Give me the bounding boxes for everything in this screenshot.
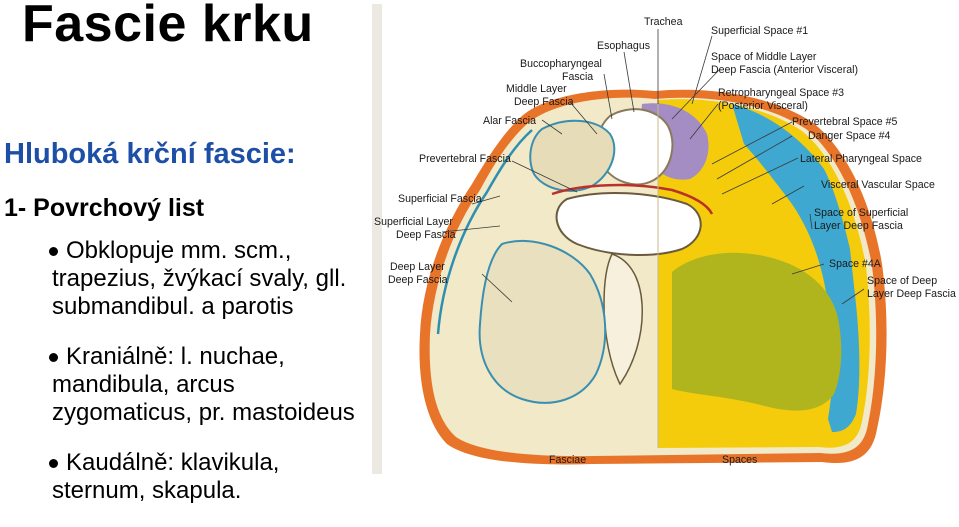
label-middle-layer-1: Middle Layer	[506, 83, 567, 95]
bullet-dot-icon	[49, 247, 58, 256]
bullet-dot-icon	[49, 459, 58, 468]
label-lateral-pharyngeal: Lateral Pharyngeal Space	[800, 153, 922, 165]
slide-subtitle: Hluboká krční fascie:	[4, 138, 296, 170]
label-middle-layer-2: Deep Fascia	[514, 96, 574, 108]
bullet-item-envelops: Obklopuje mm. scm., trapezius, žvýkací s…	[49, 237, 382, 321]
deep-layer-muscle	[478, 239, 607, 404]
bullet-line: Kaudálně: klavikula,	[66, 449, 280, 476]
label-alar-fascia: Alar Fascia	[483, 115, 536, 127]
neck-cross-section-svg: Trachea Esophagus Superficial Space #1 B…	[372, 4, 959, 518]
label-superficial-fascia: Superficial Fascia	[398, 193, 482, 205]
label-space-superficial-1: Space of Superficial	[814, 207, 908, 219]
label-deep-layer-1: Deep Layer	[390, 261, 445, 273]
bullet-line: mandibula, arcus	[52, 371, 235, 398]
label-retropharyngeal-1: Retropharyngeal Space #3	[718, 87, 844, 99]
space-4a-olive	[672, 252, 842, 411]
label-buccopharyngeal-1: Buccopharyngeal	[520, 58, 602, 70]
label-space-deep-2: Layer Deep Fascia	[867, 288, 956, 300]
label-space-superficial-2: Layer Deep Fascia	[814, 220, 903, 232]
label-danger-space-4: Danger Space #4	[808, 130, 891, 142]
slide-title: Fascie krku	[22, 0, 314, 53]
label-space-4a: Space #4A	[829, 258, 882, 270]
bullet-line: Kraniálně: l. nuchae,	[66, 343, 285, 370]
prevertebral-fascia-line	[551, 183, 714, 215]
label-fasciae: Fasciae	[549, 454, 586, 466]
neck-fascia-diagram: Trachea Esophagus Superficial Space #1 B…	[372, 4, 959, 518]
leader-lines	[441, 29, 865, 305]
label-deep-layer-2: Deep Fascia	[388, 274, 448, 286]
label-trachea: Trachea	[644, 16, 683, 28]
bullet-dot-icon	[49, 353, 58, 362]
bullet-line: Obklopuje mm. scm.,	[66, 237, 292, 264]
label-prevertebral-space-5: Prevertebral Space #5	[792, 116, 898, 128]
bullet-line: submandibul. a parotis	[52, 293, 294, 320]
bullet-item-caudal: Kaudálně: klavikula, sternum, skapula.	[49, 449, 382, 505]
vertebra-body	[555, 191, 702, 256]
label-prevertebral-fascia: Prevertebral Fascia	[419, 153, 511, 165]
bullet-line: trapezius, žvýkací svaly, gll.	[52, 265, 347, 292]
label-esophagus: Esophagus	[597, 40, 650, 52]
label-spaces: Spaces	[722, 454, 757, 466]
bullet-item-cranial: Kraniálně: l. nuchae, mandibula, arcus z…	[49, 343, 382, 427]
label-space-deep-1: Space of Deep	[867, 275, 937, 287]
label-space-middle-layer-1: Space of Middle Layer	[711, 51, 817, 63]
bullet-line: sternum, skapula.	[52, 477, 242, 504]
label-buccopharyngeal-2: Fascia	[562, 71, 593, 83]
space-blue-lateral	[732, 104, 860, 432]
label-space-middle-layer-2: Deep Fascia (Anterior Visceral)	[711, 64, 858, 76]
section-heading: 1- Povrchový list	[4, 194, 205, 222]
label-retropharyngeal-2: (Posterior Visceral)	[718, 100, 808, 112]
spinal-process	[603, 253, 643, 386]
label-superficial-layer-2: Deep Fascia	[396, 229, 456, 241]
label-superficial-layer-1: Superficial Layer	[374, 216, 453, 228]
label-visceral-vascular: Visceral Vascular Space	[821, 179, 935, 191]
label-superficial-space-1: Superficial Space #1	[711, 25, 808, 37]
bullet-line: zygomaticus, pr. mastoideus	[52, 399, 355, 426]
bullet-list: Obklopuje mm. scm., trapezius, žvýkací s…	[49, 237, 382, 527]
scan-edge-shadow	[372, 4, 382, 474]
